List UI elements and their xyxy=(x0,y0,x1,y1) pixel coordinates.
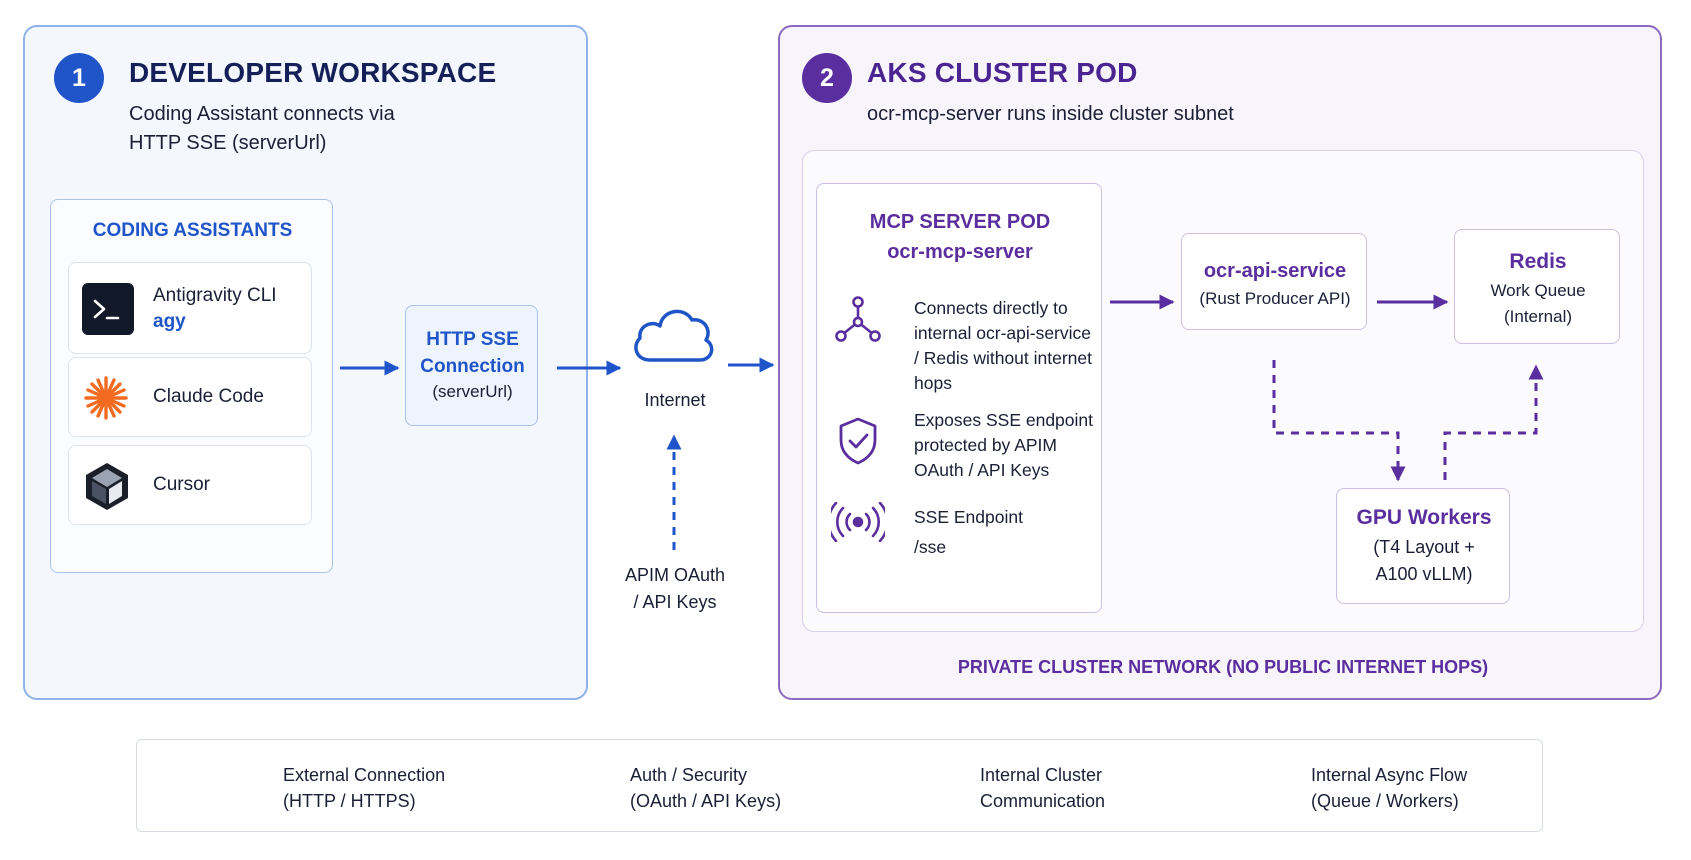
gpu-line-1: (T4 Layout + xyxy=(1373,537,1475,557)
coding-assistants-group: CODING ASSISTANTS Antigravity CLI agy xyxy=(50,199,333,573)
legend-line: External Connection xyxy=(283,765,446,785)
legend-line: Communication xyxy=(980,791,1106,811)
developer-workspace-panel: 1 DEVELOPER WORKSPACE Coding Assistant c… xyxy=(23,25,588,700)
shield-check-icon xyxy=(837,416,879,466)
workspace-subtitle-1: Coding Assistant connects via xyxy=(129,103,395,125)
feature-line: / Redis without internet xyxy=(914,348,1093,368)
ocr-api-service-box: ocr-api-service (Rust Producer API) xyxy=(1181,233,1367,330)
assistant-name: Antigravity CLI xyxy=(153,285,277,306)
assistant-command: agy xyxy=(153,311,186,332)
mcp-server-pod: MCP SERVER POD ocr-mcp-server Connects d… xyxy=(816,183,1102,613)
legend-line: Auth / Security xyxy=(630,765,748,785)
legend: External Connection (HTTP / HTTPS) Auth … xyxy=(136,739,1543,832)
assistant-name: Cursor xyxy=(153,474,211,495)
coding-assistants-heading: CODING ASSISTANTS xyxy=(92,220,293,241)
gpu-workers-box: GPU Workers (T4 Layout + A100 vLLM) xyxy=(1336,488,1510,604)
feature-line: /sse xyxy=(914,537,947,557)
gpu-line-2: A100 vLLM) xyxy=(1375,564,1473,584)
cluster-title: AKS CLUSTER POD xyxy=(867,57,1138,88)
assistant-claude-code[interactable]: Claude Code xyxy=(68,357,312,437)
feature-line: protected by APIM xyxy=(914,435,1057,455)
step-badge-2: 2 xyxy=(802,53,852,103)
auth-label-2: / API Keys xyxy=(633,592,717,612)
api-service-title: ocr-api-service xyxy=(1203,260,1347,282)
assistant-cursor[interactable]: Cursor xyxy=(68,445,312,525)
legend-line: (OAuth / API Keys) xyxy=(630,791,782,811)
gpu-title: GPU Workers xyxy=(1356,506,1492,529)
cursor-cube-icon xyxy=(82,460,132,512)
feature-line: Exposes SSE endpoint xyxy=(914,410,1094,430)
legend-line: Internal Async Flow xyxy=(1311,765,1468,785)
feature-line: internal ocr-api-service xyxy=(914,323,1092,343)
redis-line-2: (Internal) xyxy=(1503,307,1573,326)
terminal-icon xyxy=(82,283,134,335)
feature-direct-connect: Connects directly to internal ocr-api-se… xyxy=(914,296,1092,396)
feature-sse-protected: Exposes SSE endpoint protected by APIM O… xyxy=(914,408,1093,483)
private-network-label: PRIVATE CLUSTER NETWORK (NO PUBLIC INTER… xyxy=(957,657,1489,677)
legend-line: Internal Cluster xyxy=(980,765,1103,785)
redis-title: Redis xyxy=(1509,250,1567,273)
sse-line-2: Connection xyxy=(420,356,525,377)
broadcast-icon xyxy=(831,502,885,542)
legend-async: Internal Async Flow (Queue / Workers) xyxy=(1311,762,1467,814)
legend-external: External Connection (HTTP / HTTPS) xyxy=(283,762,445,814)
legend-auth: Auth / Security (OAuth / API Keys) xyxy=(630,762,781,814)
auth-label-1: APIM OAuth xyxy=(624,565,726,585)
assistant-antigravity-cli[interactable]: Antigravity CLI agy xyxy=(68,262,312,354)
redis-line-1: Work Queue xyxy=(1490,281,1586,300)
feature-line: SSE Endpoint xyxy=(914,507,1023,527)
network-nodes-icon xyxy=(834,294,882,346)
sse-line-1: HTTP SSE xyxy=(426,329,519,350)
api-service-detail: (Rust Producer API) xyxy=(1199,289,1351,308)
step-badge-1: 1 xyxy=(54,53,104,103)
legend-line: (HTTP / HTTPS) xyxy=(283,791,416,811)
aks-cluster-panel: 2 AKS CLUSTER POD ocr-mcp-server runs in… xyxy=(778,25,1662,700)
feature-line: hops xyxy=(914,373,952,393)
internet-label: Internet xyxy=(644,390,706,410)
mcp-pod-title: MCP SERVER POD xyxy=(869,211,1051,233)
feature-line: Connects directly to xyxy=(914,298,1068,318)
legend-line: (Queue / Workers) xyxy=(1311,791,1459,811)
feature-line: OAuth / API Keys xyxy=(914,460,1050,480)
mcp-pod-subtitle: ocr-mcp-server xyxy=(887,241,1033,263)
cloud-icon xyxy=(628,300,718,368)
cluster-subtitle: ocr-mcp-server runs inside cluster subne… xyxy=(867,103,1234,125)
redis-box: Redis Work Queue (Internal) xyxy=(1454,229,1620,344)
workspace-title: DEVELOPER WORKSPACE xyxy=(129,57,497,88)
legend-internal: Internal Cluster Communication xyxy=(980,762,1105,814)
claude-sunburst-icon xyxy=(83,375,129,421)
assistant-name: Claude Code xyxy=(153,386,264,407)
sse-line-3: (serverUrl) xyxy=(432,382,513,401)
http-sse-connection-box: HTTP SSE Connection (serverUrl) xyxy=(405,305,538,426)
workspace-subtitle-2: HTTP SSE (serverUrl) xyxy=(129,132,327,154)
feature-sse-endpoint: SSE Endpoint /sse xyxy=(914,502,1023,562)
